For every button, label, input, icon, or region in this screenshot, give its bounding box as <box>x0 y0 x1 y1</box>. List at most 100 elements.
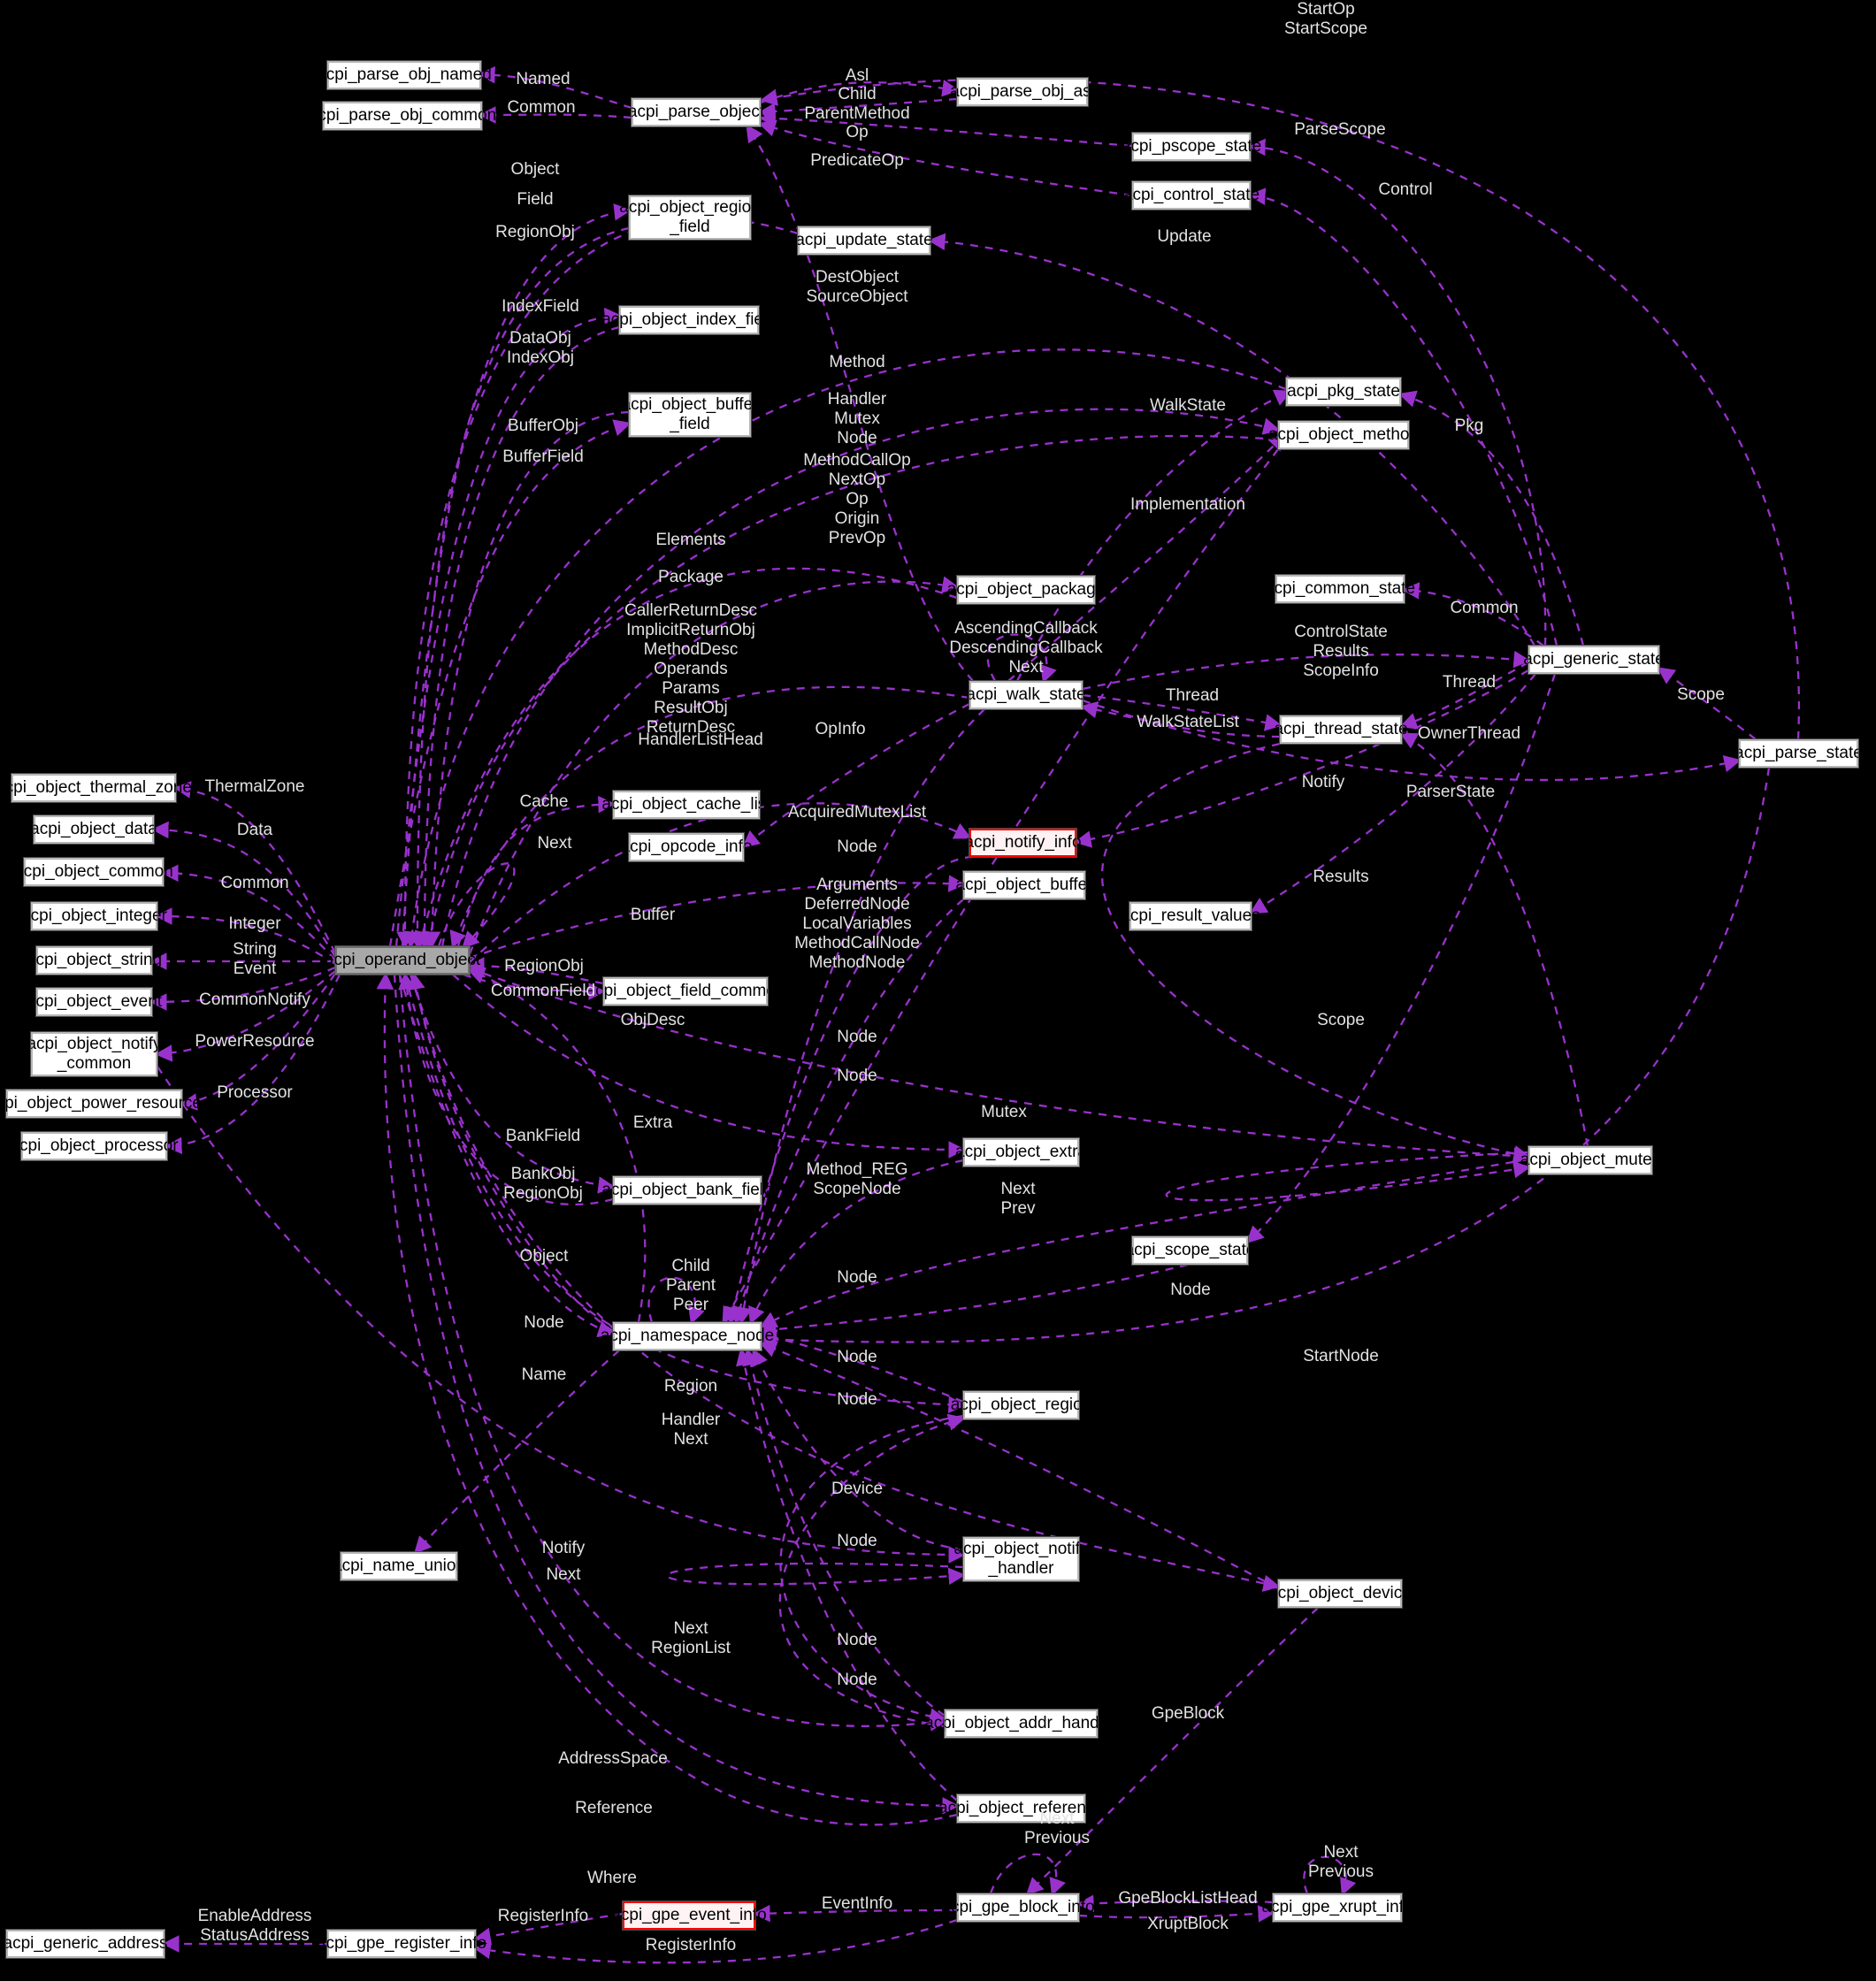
node-object_addr_handler[interactable]: acpi_object_addr_handler <box>924 1709 1118 1739</box>
node-label: acpi_gpe_register_info <box>316 1934 487 1953</box>
node-label: acpi_name_union <box>333 1556 466 1575</box>
collaboration-edge-30 <box>468 576 960 955</box>
node-object_common[interactable]: acpi_object_common <box>14 857 173 887</box>
collaboration-edge-58 <box>1165 1151 1531 1202</box>
node-gpe_event_info[interactable]: acpi_gpe_event_info <box>611 1901 767 1931</box>
node-object_reference[interactable]: acpi_object_reference <box>938 1794 1104 1824</box>
node-label: acpi_object_region <box>619 198 761 217</box>
collaboration-edge-5 <box>758 119 1133 197</box>
collaboration-edge-94 <box>722 448 1279 1325</box>
node-object_region_field[interactable]: acpi_object_region_field <box>619 195 761 241</box>
node-object_notify_handler[interactable]: acpi_object_notify_handler <box>953 1536 1089 1582</box>
node-opcode_info[interactable]: acpi_opcode_info <box>621 832 752 862</box>
node-object_power_resource[interactable]: acpi_object_power_resource <box>0 1089 202 1119</box>
node-object_index_field[interactable]: acpi_object_index_field <box>601 305 777 335</box>
node-object_device[interactable]: acpi_object_device <box>1268 1579 1412 1609</box>
node-label: acpi_object_bank_field <box>601 1181 773 1199</box>
node-label: acpi_object_data <box>30 820 157 838</box>
collaboration-edge-29 <box>1007 432 1287 682</box>
node-generic_address[interactable]: acpi_generic_address <box>4 1929 167 1959</box>
node-object_package[interactable]: acpi_object_package <box>947 575 1105 605</box>
node-object_notify_common[interactable]: acpi_object_notify_common <box>27 1031 162 1077</box>
node-object_thermal_zone[interactable]: acpi_object_thermal_zone <box>0 773 192 803</box>
node-update_state[interactable]: acpi_update_state <box>795 226 933 256</box>
node-label: acpi_parse_obj_asl <box>950 82 1095 101</box>
node-object_processor[interactable]: acpi_object_processor <box>10 1131 179 1161</box>
node-operand_object[interactable]: acpi_operand_object <box>325 945 480 975</box>
node-object_method[interactable]: acpi_object_method <box>1268 420 1419 450</box>
node-label: acpi_notify_info <box>964 833 1082 852</box>
node-control_state[interactable]: acpi_control_state <box>1123 180 1260 210</box>
node-notify_info[interactable]: acpi_notify_info <box>964 828 1082 858</box>
node-gpe_block_info[interactable]: acpi_gpe_block_info <box>941 1893 1095 1923</box>
node-walk_state[interactable]: acpi_walk_state <box>966 680 1086 710</box>
collaboration-edge-6 <box>760 78 1801 740</box>
collaboration-edge-23 <box>1100 742 1531 1163</box>
collaboration-edge-14 <box>1074 669 1529 848</box>
collaboration-edge-24 <box>986 633 1057 684</box>
collaboration-edge-38 <box>416 325 620 949</box>
collaboration-edge-8 <box>1248 138 1547 646</box>
node-object_buffer[interactable]: acpi_object_buffer <box>956 870 1092 900</box>
node-label: _field <box>670 218 710 236</box>
node-gpe_register_info[interactable]: acpi_gpe_register_info <box>317 1929 486 1959</box>
node-label: acpi_object_region <box>950 1396 1092 1414</box>
node-label: acpi_parse_object <box>627 103 765 121</box>
collaboration-edge-11 <box>1398 390 1585 646</box>
collaboration-edge-69 <box>742 1348 946 1717</box>
collaboration-edge-45 <box>469 875 966 960</box>
node-thread_state[interactable]: acpi_thread_state <box>1274 715 1408 745</box>
node-generic_state[interactable]: acpi_generic_state <box>1523 645 1665 675</box>
node-object_string[interactable]: acpi_object_string <box>27 945 162 975</box>
collaboration-edge-12 <box>1402 582 1544 646</box>
node-object_field_common[interactable]: acpi_object_field_common <box>586 976 785 1006</box>
collaboration-edge-93 <box>725 855 974 1325</box>
collaboration-edge-44 <box>469 802 972 963</box>
node-object_event[interactable]: acpi_object_event <box>27 987 162 1017</box>
node-parse_obj_common[interactable]: acpi_parse_obj_common <box>309 101 496 131</box>
node-gpe_xrupt_info[interactable]: acpi_gpe_xrupt_info <box>1261 1893 1413 1923</box>
node-parse_object[interactable]: acpi_parse_object <box>628 97 764 127</box>
collaboration-edge-66 <box>157 1066 966 1564</box>
node-object_extra[interactable]: acpi_object_extra <box>955 1137 1087 1167</box>
node-label: _field <box>670 415 710 433</box>
node-object_integer[interactable]: acpi_object_integer <box>21 901 167 931</box>
node-label: acpi_object_integer <box>21 906 167 925</box>
node-object_region[interactable]: acpi_object_region <box>951 1390 1091 1420</box>
node-label: acpi_parse_obj_named <box>317 65 492 84</box>
collaboration-edge-62 <box>759 1329 964 1404</box>
node-object_mutex[interactable]: acpi_object_mutex <box>1520 1145 1660 1175</box>
node-name_union[interactable]: acpi_name_union <box>333 1551 465 1581</box>
node-pscope_state[interactable]: acpi_pscope_state <box>1122 132 1261 162</box>
node-label: acpi_update_state <box>795 231 933 249</box>
collaboration-edge-25 <box>403 348 1287 949</box>
node-object_cache_list[interactable]: acpi_object_cache_list <box>601 790 771 820</box>
node-object_data[interactable]: acpi_object_data <box>30 815 157 845</box>
node-object_bank_field[interactable]: acpi_object_bank_field <box>601 1175 773 1205</box>
collaboration-edge-68 <box>752 1348 964 1551</box>
collaboration-edge-76 <box>989 1853 1066 1896</box>
node-namespace_node[interactable]: acpi_namespace_node <box>601 1321 774 1351</box>
node-common_state[interactable]: acpi_common_state <box>1265 574 1415 604</box>
collaboration-edge-21 <box>1080 701 1281 738</box>
node-label: acpi_object_thermal_zone <box>0 778 192 797</box>
node-label: acpi_gpe_xrupt_info <box>1261 1898 1413 1916</box>
collaboration-edge-3 <box>758 97 958 120</box>
node-label: acpi_object_device <box>1268 1584 1412 1602</box>
collaboration-edge-35 <box>401 203 632 947</box>
node-result_values[interactable]: acpi_result_values <box>1121 901 1260 931</box>
node-scope_state[interactable]: acpi_scope_state <box>1125 1235 1255 1266</box>
node-label: acpi_thread_state <box>1274 720 1408 738</box>
collaboration-edge-22 <box>1399 732 1589 1147</box>
node-pkg_state[interactable]: acpi_pkg_state <box>1285 377 1402 407</box>
node-label: acpi_parse_obj_common <box>308 106 497 125</box>
collaboration-edge-18 <box>1082 699 1742 782</box>
node-object_buffer_field[interactable]: acpi_object_buffer_field <box>622 392 758 438</box>
collaboration-edge-2 <box>760 80 960 104</box>
node-label: acpi_object_method <box>1267 425 1420 444</box>
node-label: acpi_object_notify <box>953 1540 1089 1558</box>
node-parse_state[interactable]: acpi_parse_state <box>1734 738 1863 769</box>
collaboration-edge-37 <box>394 307 622 947</box>
node-parse_obj_asl[interactable]: acpi_parse_obj_asl <box>950 77 1095 107</box>
node-parse_obj_named[interactable]: acpi_parse_obj_named <box>317 60 492 90</box>
